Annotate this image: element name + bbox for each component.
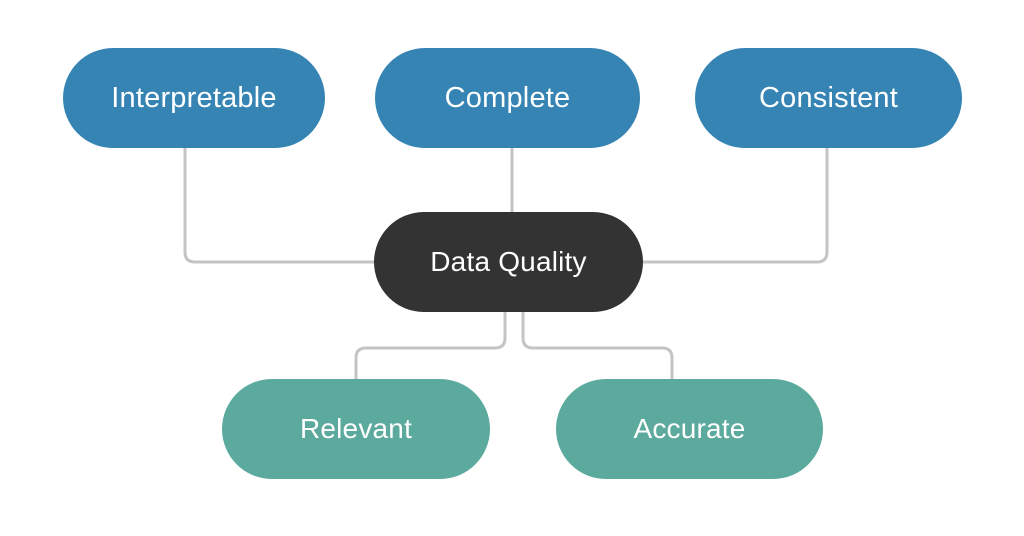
connector-interpretable-to-data-quality [183, 148, 374, 264]
node-accurate[interactable]: Accurate [556, 379, 823, 479]
connector-consistent-to-data-quality [643, 148, 829, 264]
node-consistent-label: Consistent [758, 81, 898, 114]
node-interpretable-label: Interpretable [111, 81, 277, 114]
node-data-quality[interactable]: Data Quality [374, 212, 643, 312]
node-complete[interactable]: Complete [375, 48, 640, 148]
node-relevant-label: Relevant [299, 413, 413, 444]
connector-data-quality-to-relevant [354, 312, 507, 379]
node-data-quality-label: Data Quality [430, 246, 587, 277]
node-accurate-label: Accurate [633, 413, 746, 444]
node-consistent[interactable]: Consistent [695, 48, 962, 148]
node-complete-label: Complete [444, 81, 571, 114]
node-interpretable[interactable]: Interpretable [63, 48, 325, 148]
node-relevant[interactable]: Relevant [222, 379, 490, 479]
connector-data-quality-to-accurate [521, 312, 674, 379]
